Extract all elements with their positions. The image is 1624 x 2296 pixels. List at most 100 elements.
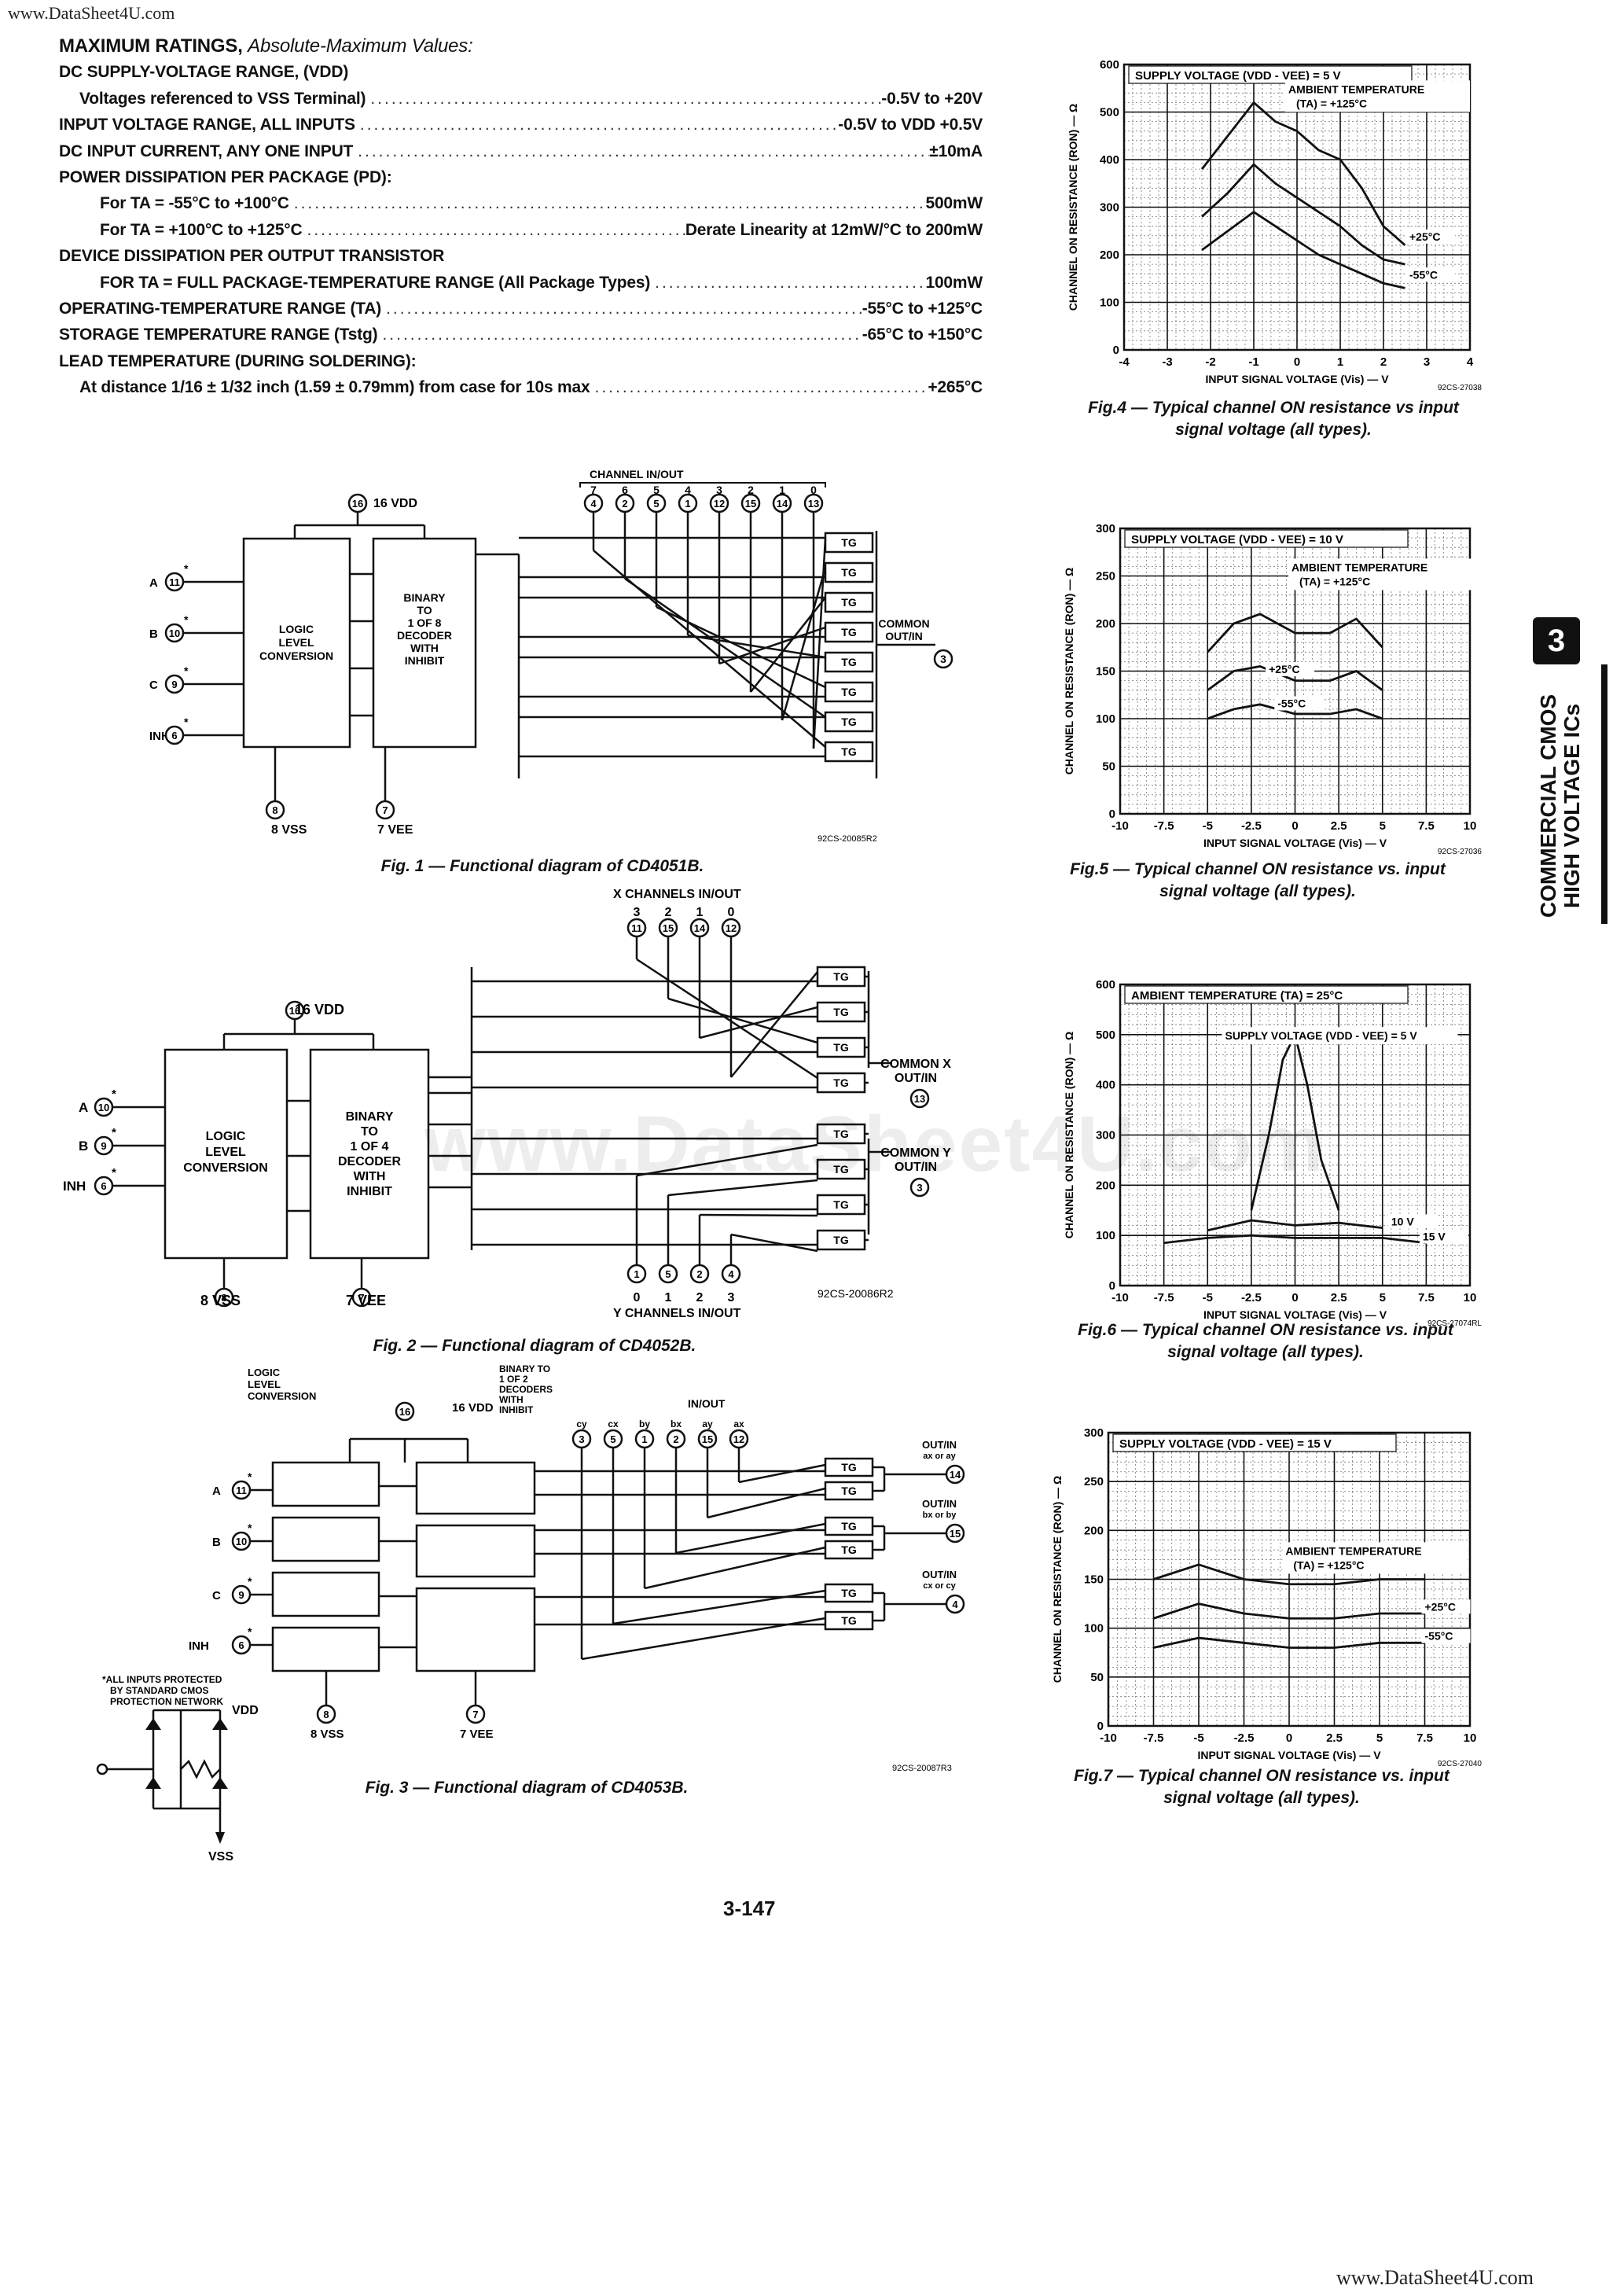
fig3-chan-pin-num: 5 [610,1433,615,1445]
rating-label: For TA = -55°C to +100°C [100,194,289,213]
annotation-line2: (TA) = +125°C [1299,575,1370,587]
fig1-input-pin-num: 11 [169,576,180,588]
fig2-input-pin-num: 6 [101,1180,106,1192]
tg-switch [816,1036,866,1058]
graph-title-box [1124,985,1409,1004]
tg-label: TG [841,686,857,698]
fig2-vee-label: 7 VEE [346,1293,386,1308]
graph-frame [1107,1431,1472,1728]
ratings-title-bold: MAXIMUM RATINGS, [59,35,243,57]
x-tick-label: 1 [1337,355,1343,369]
tg-switch [816,1229,866,1251]
x-tick-label: 10 [1464,1291,1477,1304]
series-line-1 [1207,664,1383,691]
fig3-input-label: C [212,1589,221,1602]
fig3-decoder-block-c [415,1587,536,1672]
fig1-channel-pin-num: 2 [622,498,627,510]
fig1-channel-pin-num: 15 [745,498,756,510]
section-badge: 3 [1533,617,1580,664]
rating-label: POWER DISSIPATION PER PACKAGE (PD): [59,168,392,187]
bottom-url[interactable]: www.DataSheet4U.com [1336,2266,1534,2289]
fig1-vee-label: 7 VEE [377,823,413,837]
fig2-x-pin [626,918,647,938]
graph-title: SUPPLY VOLTAGE (VDD - VEE) = 10 V [1131,533,1343,546]
series-line-0 [1207,613,1383,653]
fig1-channel-num: 7 [590,484,597,496]
tg-label: TG [841,1520,857,1533]
fig3-vss-pin-num: 8 [323,1709,329,1720]
x-tick-label: 2.5 [1331,1291,1347,1304]
fig1-channel-num: 4 [685,484,691,496]
graph-frame [1119,983,1472,1287]
fig1-channel-pin [678,493,698,513]
rating-value: +265°C [928,378,983,397]
tg-label: TG [841,1461,857,1474]
fig3-vee-pin-num: 7 [472,1709,478,1720]
fig2-y-pin-num: 2 [696,1268,702,1280]
x-tick-label: -3 [1162,355,1172,369]
fig2-vdd-label: 16 VDD [295,1002,344,1017]
tg-label: TG [841,1485,857,1497]
fig1-input-label: INH [149,730,170,743]
rating-row: Voltages referenced to VSS Terminal)-0.5… [59,86,983,112]
y-tick-label: 500 [1096,1028,1115,1042]
x-tick-label: 10 [1464,1731,1477,1745]
ratings-title-italic: Absolute-Maximum Values: [248,35,473,57]
tg-switch [824,711,874,733]
fig3-caption: Fig. 3 — Functional diagram of CD4053B. [365,1779,689,1797]
x-axis-label: INPUT SIGNAL VOLTAGE (Vis) — V [1197,1749,1381,1761]
annotation-line2: (TA) = +125°C [1296,97,1367,109]
x-tick-label: -2.5 [1234,1731,1255,1745]
fig1-input-pin-num: 9 [171,679,177,690]
rating-value: -0.5V to +20V [881,89,983,108]
fig5-caption-line2: signal voltage (all types). [1159,882,1356,900]
fig2-code: 92CS-20086R2 [818,1287,894,1300]
tg-label: TG [841,1587,857,1599]
series-line-2 [1201,210,1405,289]
rating-label: STORAGE TEMPERATURE RANGE (Tstg) [59,326,378,344]
top-url[interactable]: www.DataSheet4U.com [8,3,175,23]
fig2-input-pin-num: 10 [98,1102,109,1113]
tg-label: TG [833,1006,849,1018]
rating-value: -55°C to +125°C [862,300,983,318]
x-tick-label: -1 [1248,355,1258,369]
fig3-chan-pin [571,1429,592,1449]
fig1-vdd-pin-num: 16 [352,498,363,510]
fig2-x-num: 0 [728,906,735,919]
y-tick-label: 400 [1096,1079,1115,1092]
fig3-protect-vdd: VDD [232,1704,259,1717]
series-label-bg [1419,1229,1468,1244]
tg-switch [816,1123,866,1145]
fig2-logic-block [164,1048,288,1260]
fig1-input-asterisk: * [184,613,189,626]
wire [636,1143,818,1177]
y-tick-label: 0 [1109,1279,1115,1293]
fig1-code: 92CS-20085R2 [818,834,877,841]
y-tick-label: 300 [1096,1129,1115,1142]
y-tick-label: 50 [1090,1671,1104,1684]
annotation-bg [1282,1542,1468,1574]
tg-label: TG [833,1041,849,1054]
fig1-channel-pin-num: 12 [714,498,725,510]
graph-title-box [1112,1433,1397,1452]
tg-label: TG [841,1614,857,1627]
x-tick-label: 2.5 [1331,819,1347,833]
fig1-channel-pin [615,493,635,513]
annotation-bg [1285,80,1470,112]
wire [730,971,818,1078]
series-line-2 [1153,1636,1425,1649]
fig1-channel-pin-num: 14 [777,498,788,510]
fig2-input-label: INH [63,1179,86,1194]
fig3-code: 92CS-20087R3 [892,1764,952,1773]
wire [730,1233,818,1253]
fig3-out-sublabel: bx or by [923,1510,957,1520]
tg-switch [824,532,874,554]
rating-value: 100mW [925,273,983,292]
